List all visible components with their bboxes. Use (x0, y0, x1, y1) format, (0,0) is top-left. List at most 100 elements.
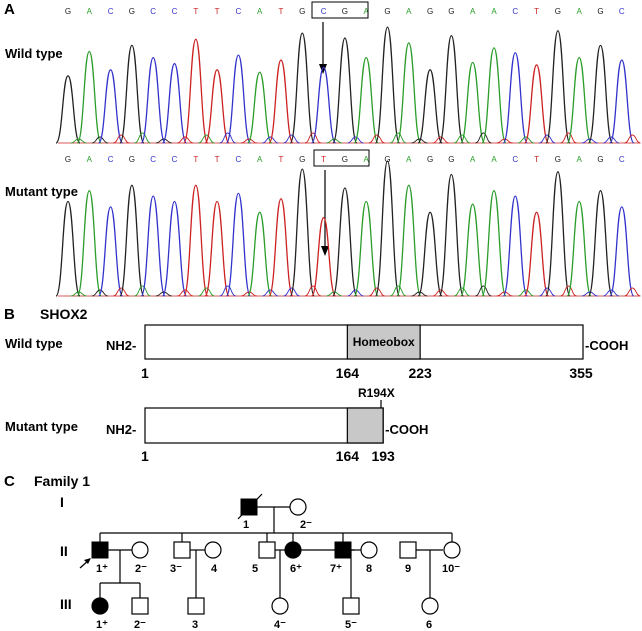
wild-noise-12 (304, 132, 322, 144)
wild-peak-13 (310, 66, 337, 144)
wild-peak-17 (396, 42, 422, 144)
wild-peak-25 (566, 56, 592, 144)
mutant-peak-3 (97, 206, 124, 297)
mutant-noise-19 (453, 287, 471, 297)
wild-pos-164: 164 (336, 365, 360, 381)
wild-base-24: G (555, 7, 561, 16)
wild-pos-223: 223 (408, 365, 432, 381)
mutant-base-14: G (342, 155, 348, 164)
I-2-unaffected-female (289, 498, 307, 516)
protein-wild-label: Wild type (5, 336, 63, 351)
wild-base-16: G (384, 7, 390, 16)
wild-base-9: C (236, 7, 242, 16)
wild-noise-24 (560, 132, 577, 144)
wild-base-8: T (215, 7, 220, 16)
III-4-unaffected-female (271, 597, 289, 615)
wild-peak-5 (140, 56, 166, 144)
mutant-peak-23 (523, 211, 550, 297)
mutant-noise-12 (304, 285, 322, 297)
generation-III: III (60, 596, 72, 612)
mutant-peak-8 (204, 200, 230, 297)
III-5-label: 5⁻ (345, 619, 357, 631)
II-3-unaffected-male (173, 541, 191, 559)
mutant-base-15: A (364, 155, 370, 164)
wild-noise-10 (262, 136, 279, 144)
mutant-peak-26 (587, 190, 614, 297)
mutant-noise-20 (475, 285, 492, 297)
generation-I: I (60, 494, 64, 510)
mutant-base-6: C (172, 155, 178, 164)
III-4-label: 4⁻ (274, 619, 286, 631)
wild-base-21: A (491, 7, 497, 16)
wild-peak-20 (460, 61, 486, 144)
wild-noise-3 (113, 134, 130, 144)
mutant-pos-193: 193 (371, 448, 395, 464)
wild-noise-9 (241, 138, 258, 144)
wild-peak-10 (247, 71, 273, 144)
mutant-noise-5 (155, 291, 172, 297)
wild-noise-5 (155, 138, 172, 144)
wild-base-18: G (427, 7, 433, 16)
mutant-noise-24 (560, 285, 577, 297)
protein-mutant-label: Mutant type (5, 419, 78, 434)
mutant-noise-11 (283, 287, 300, 297)
II-10-label: 10⁻ (442, 563, 460, 575)
II-8-label: 8 (366, 563, 372, 575)
mutant-chromatogram (55, 160, 641, 297)
mutant-base-9: C (236, 155, 242, 164)
mutant-noise-27 (624, 287, 641, 297)
homeobox-domain (346, 324, 421, 360)
wild-base-4: G (129, 7, 135, 16)
mutant-noise-2 (91, 289, 109, 297)
III-1-affected-female (91, 597, 109, 615)
mutant-base-27: C (619, 155, 625, 164)
mutant-base-13: T (321, 155, 326, 164)
wild-noise-1 (70, 138, 87, 144)
wild-noise-11 (283, 134, 300, 144)
II-10-unaffected-female (443, 541, 461, 559)
mutant-type-label: Mutant type (5, 184, 78, 199)
wild-peak-23 (523, 64, 550, 144)
mutant-arrow-head (321, 246, 329, 256)
mutant-base-3: C (108, 155, 114, 164)
wild-noise-18 (432, 136, 449, 144)
wild-base-14: G (342, 7, 348, 16)
wild-noise-17 (411, 138, 428, 144)
wild-noise-4 (134, 132, 151, 144)
mutant-peak-16 (374, 160, 401, 297)
wild-peak-18 (417, 69, 443, 144)
mutant-peak-24 (545, 171, 571, 297)
wild-peak-6 (161, 63, 188, 144)
II-5-label: 5 (252, 563, 258, 575)
mutant-peak-14 (332, 187, 358, 297)
wild-peak-16 (374, 26, 401, 144)
wild-noise-6 (177, 136, 194, 144)
II-1-proband-affected-male (91, 541, 109, 559)
wild-noise-8 (219, 132, 236, 144)
mutant-base-23: T (534, 155, 539, 164)
homeobox-label: Homeobox (353, 335, 415, 349)
mutant-peak-22 (502, 195, 528, 297)
mutant-noise-25 (581, 291, 598, 297)
mutant-base-24: G (555, 155, 561, 164)
wild-base-7: T (193, 7, 198, 16)
mutant-peak-4 (119, 184, 145, 297)
II-6-label: 6⁺ (290, 563, 302, 575)
mutant-peak-9 (225, 192, 252, 297)
mutant-peak-1 (55, 200, 81, 297)
mutant-base-20: A (470, 155, 476, 164)
mutant-peak-7 (183, 184, 209, 297)
wild-peak-12 (289, 32, 315, 144)
wild-peak-21 (481, 47, 507, 144)
III-3-unaffected-male (187, 597, 205, 615)
II-1-label: 1⁺ (96, 563, 108, 575)
II-2-label: 2⁻ (135, 563, 147, 575)
mutant-peak-11 (268, 198, 294, 297)
I-1-label: 1 (243, 519, 249, 531)
mutant-noise-16 (390, 285, 407, 297)
mutant-base-8: T (215, 155, 220, 164)
wild-noise-26 (603, 136, 620, 144)
mutant-peak-15 (353, 200, 379, 297)
panel-c-label: C (4, 473, 15, 490)
II-7-label: 7⁺ (330, 563, 342, 575)
